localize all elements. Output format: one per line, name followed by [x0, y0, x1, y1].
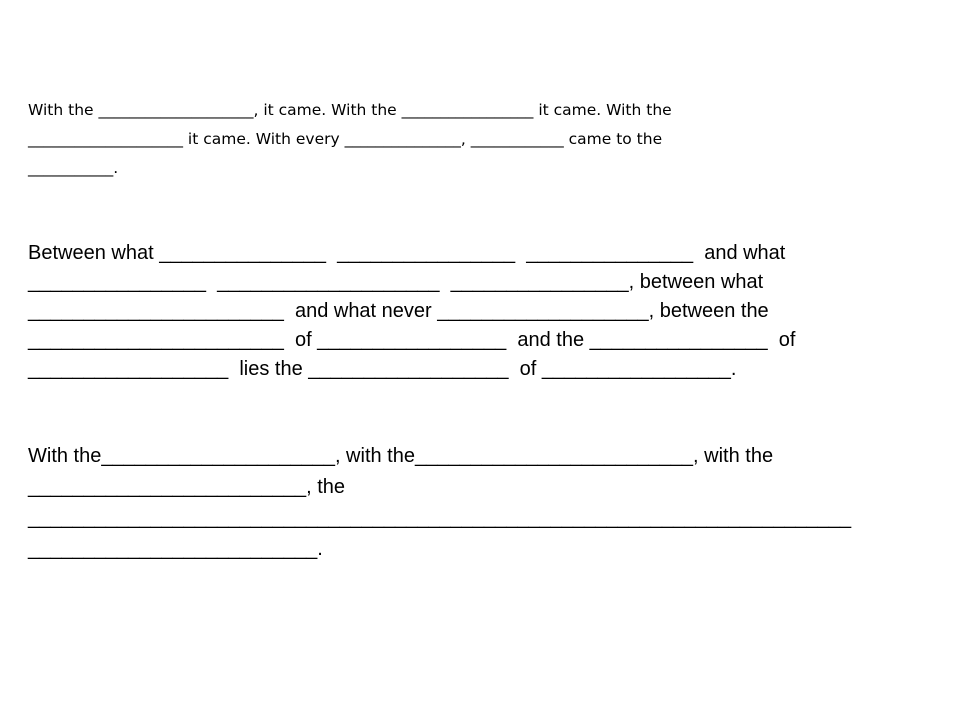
paragraph-1-line-2: ____________________ it came. With every… — [28, 130, 663, 148]
paragraph-3-line-2: _________________________, the — [28, 476, 345, 498]
paragraph-1-line-3: ___________. — [28, 159, 119, 177]
paragraph-1-line-1: With the ____________________, it came. … — [28, 101, 672, 119]
paragraph-3-line-4: __________________________. — [28, 538, 323, 560]
paragraph-between-what: Between what _______________ ___________… — [28, 239, 932, 384]
paragraph-3-line-3: ________________________________________… — [28, 507, 852, 529]
paragraph-2-line-5: __________________ lies the ____________… — [28, 358, 737, 380]
paragraph-2-line-2: ________________ ____________________ __… — [28, 271, 764, 293]
paragraph-2-line-1: Between what _______________ ___________… — [28, 242, 786, 264]
paragraph-2-line-3: _______________________ and what never _… — [28, 300, 769, 322]
paragraph-2-line-4: _______________________ of _____________… — [28, 329, 796, 351]
paragraph-with-the-closing: With the_____________________, with the_… — [28, 441, 932, 565]
paragraph-3-line-1: With the_____________________, with the_… — [28, 445, 774, 467]
paragraph-with-the-it-came: With the ____________________, it came. … — [28, 96, 932, 183]
